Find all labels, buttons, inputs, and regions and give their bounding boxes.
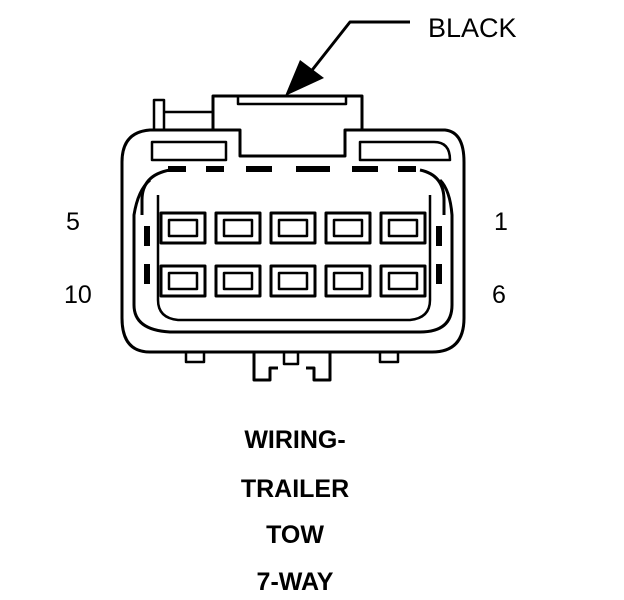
pin-cavity [324,264,372,298]
pin-cavity [379,211,427,245]
pin-label-bottom-left: 10 [64,281,92,309]
callout-leader [285,20,410,96]
caption-line-4: 7-WAY [257,568,334,596]
caption-line-2: TRAILER [241,475,349,503]
caption-line-1: WIRING- [244,426,345,454]
side-slots [144,226,442,284]
pin-cavity [269,264,317,298]
pin-label-bottom-right: 6 [492,281,506,309]
connector-latch [152,94,364,130]
pin-cavity [214,264,262,298]
connector-housing [120,128,466,354]
pin-cavity [379,264,427,298]
pin-cavity [214,211,262,245]
bottom-tabs [184,352,400,382]
pin-cavities [159,211,427,298]
color-label: BLACK [428,13,517,43]
caption-line-3: TOW [266,521,324,549]
callout-arrowhead [285,60,324,96]
connector-inner-frame [132,168,454,334]
pin-label-top-right: 1 [494,208,508,236]
pin-cavity [159,264,207,298]
top-key-slots [168,166,416,172]
pin-cavity [159,211,207,245]
pin-label-top-left: 5 [66,208,80,236]
pin-cavity [269,211,317,245]
pin-cavity [324,211,372,245]
